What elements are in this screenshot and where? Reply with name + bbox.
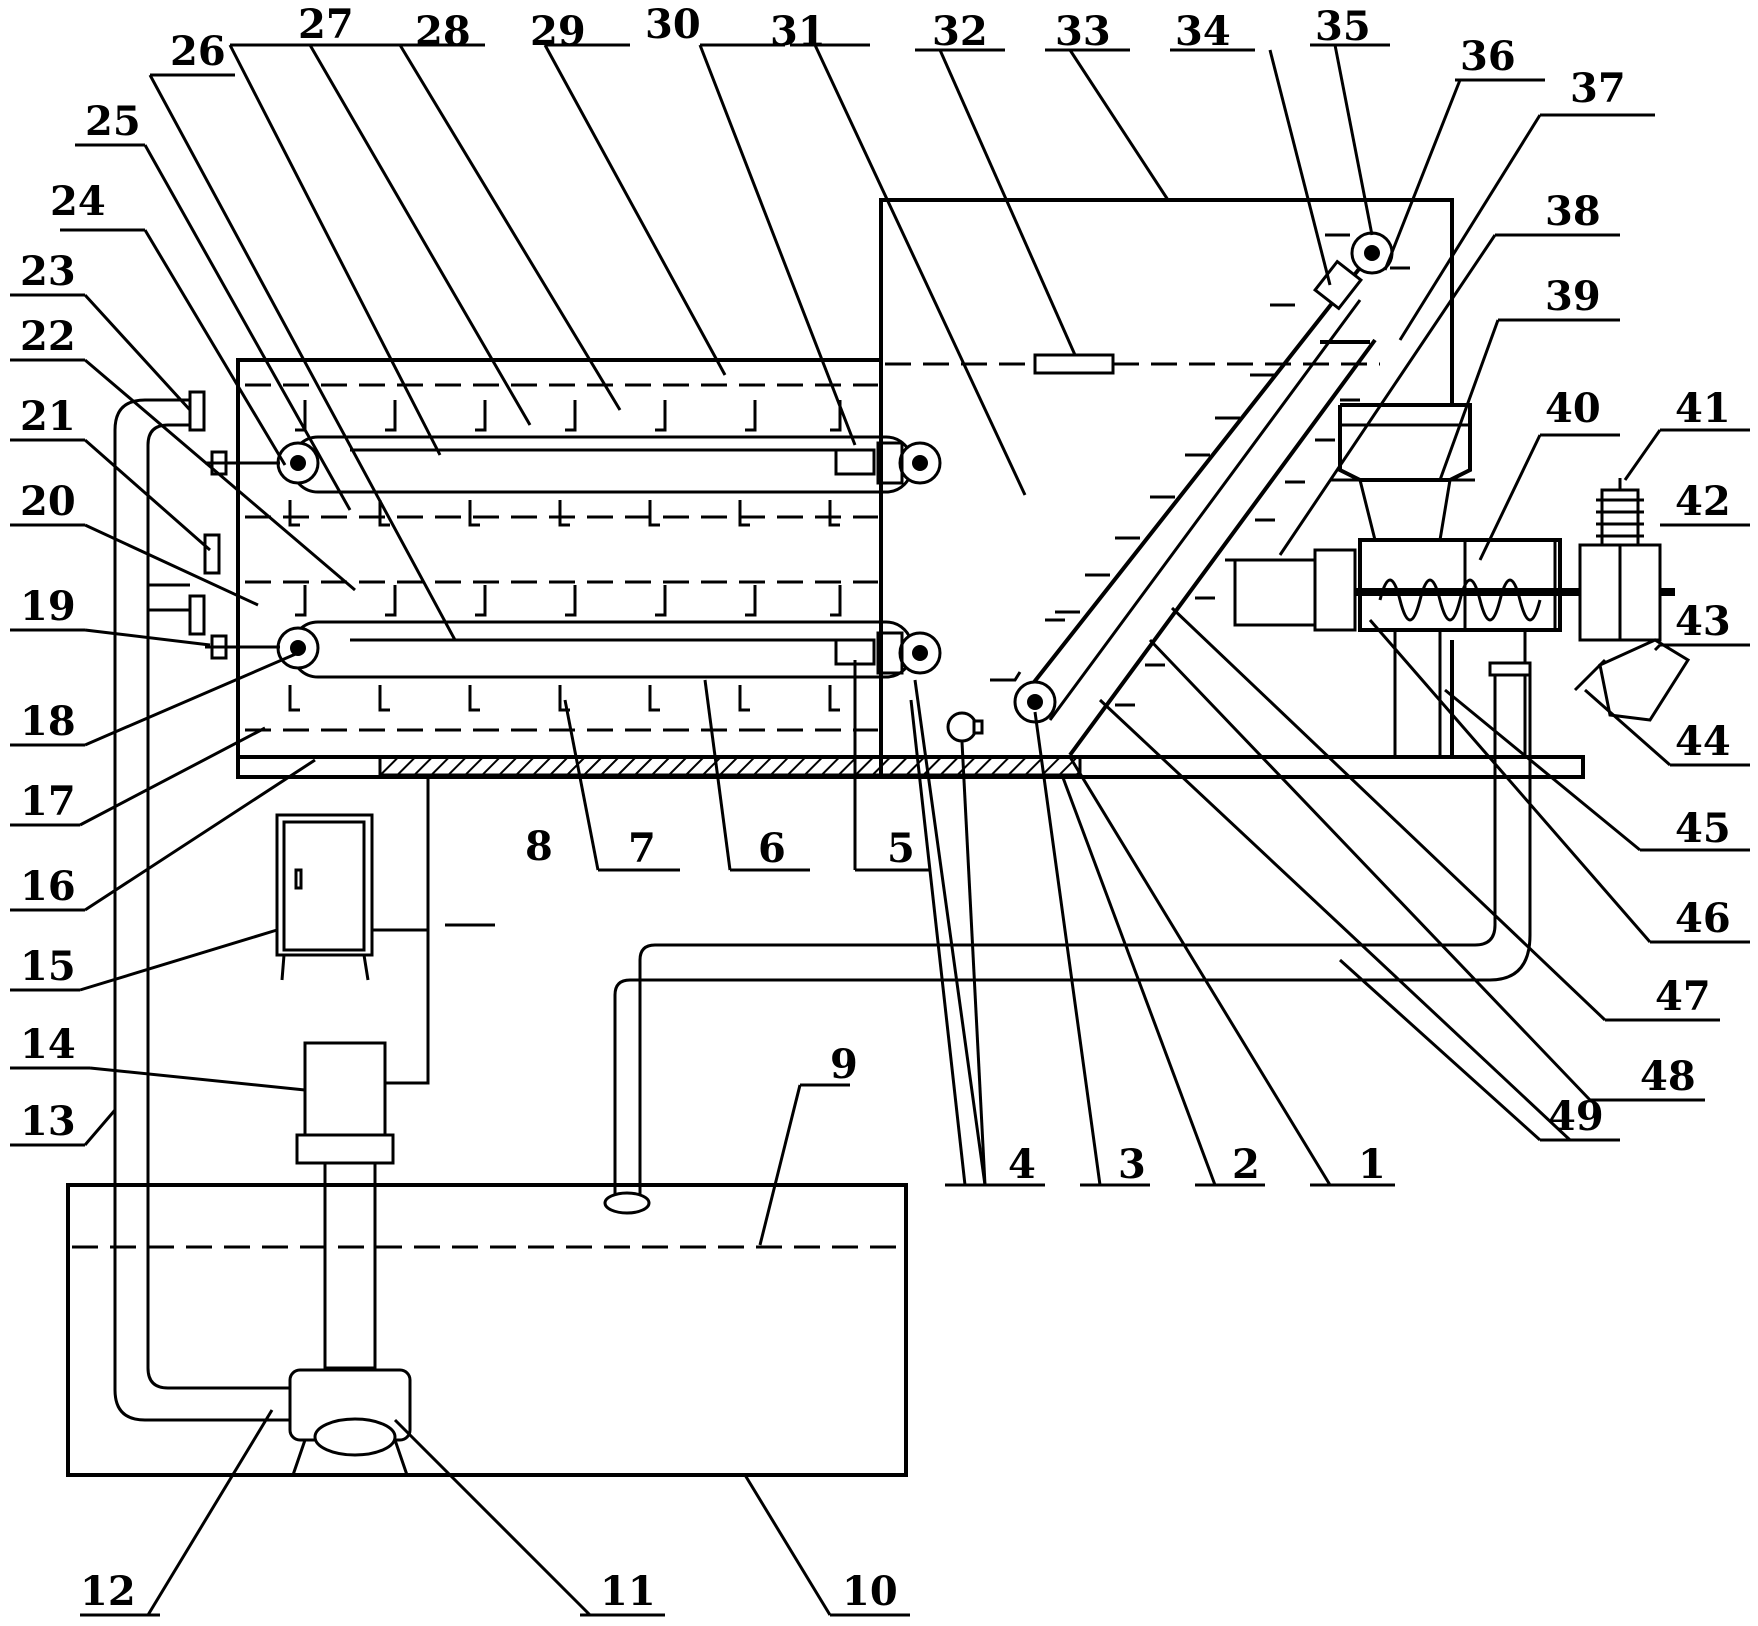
incline-conveyor-upper [1068, 338, 1377, 757]
label-10: 10 [842, 1568, 898, 1615]
incline-conveyor-lower [1018, 253, 1372, 702]
spray-pipe-inner [146, 423, 290, 1390]
label-49: 49 [1548, 1093, 1604, 1140]
label-30: 30 [645, 1, 701, 48]
label-23: 23 [20, 248, 76, 295]
horizontal-tank [236, 358, 883, 779]
sprocket-icon [276, 626, 320, 670]
label-5: 5 [887, 825, 915, 872]
screw-housing [1358, 538, 1562, 632]
label-40: 40 [1545, 385, 1601, 432]
spring-icon [1596, 478, 1644, 547]
label-38: 38 [1545, 188, 1601, 235]
label-39: 39 [1545, 273, 1601, 320]
water-tank [66, 1183, 908, 1477]
label-24: 24 [50, 178, 106, 225]
label-48: 48 [1640, 1053, 1696, 1100]
label-45: 45 [1675, 805, 1731, 852]
label-42: 42 [1675, 478, 1731, 525]
label-2: 2 [1232, 1141, 1260, 1188]
support-stand [1393, 628, 1527, 759]
sprocket-icon [898, 631, 942, 675]
label-37: 37 [1570, 65, 1626, 112]
label-13: 13 [20, 1098, 76, 1145]
hatched-base [378, 755, 1082, 777]
nozzle [203, 533, 221, 575]
label-26: 26 [170, 28, 226, 75]
label-41: 41 [1675, 385, 1731, 432]
nozzle [188, 390, 206, 432]
screw-hopper [1463, 538, 1557, 632]
screw-flights [1378, 578, 1542, 622]
label-31: 31 [770, 8, 826, 55]
label-4: 4 [1008, 1141, 1036, 1188]
label-35: 35 [1315, 3, 1371, 50]
label-44: 44 [1675, 718, 1731, 765]
lower-conveyor-belt [290, 620, 914, 679]
label-28: 28 [415, 8, 471, 55]
pump-motor [303, 1041, 387, 1137]
label-14: 14 [20, 1021, 76, 1068]
label-29: 29 [530, 8, 586, 55]
return-pipe-outlet [603, 1191, 651, 1215]
label-6: 6 [758, 825, 786, 872]
label-43: 43 [1675, 598, 1731, 645]
label-21: 21 [20, 393, 76, 440]
label-20: 20 [20, 478, 76, 525]
incline-tensioner [1312, 259, 1364, 311]
sprocket-icon [276, 441, 320, 485]
label-15: 15 [20, 943, 76, 990]
screw-motor [1233, 558, 1317, 627]
float-indicator [1033, 353, 1115, 375]
label-19: 19 [20, 583, 76, 630]
return-pipe [638, 675, 1497, 1200]
control-cabinet [275, 813, 374, 957]
upper-belt-flights [288, 400, 842, 527]
label-47: 47 [1655, 973, 1711, 1020]
upper-conveyor-belt [290, 435, 914, 494]
nozzle [188, 594, 206, 636]
label-27: 27 [298, 1, 354, 48]
pump-shaft [323, 1161, 377, 1370]
motor-3 [946, 711, 978, 743]
label-12: 12 [80, 1568, 136, 1615]
label-25: 25 [85, 98, 141, 145]
label-33: 33 [1055, 8, 1111, 55]
lower-belt-flights [288, 585, 842, 712]
label-9: 9 [830, 1041, 858, 1088]
label-17: 17 [20, 778, 76, 825]
tensioner-block [834, 448, 876, 476]
discharge-chute [1598, 638, 1691, 722]
label-34: 34 [1175, 8, 1231, 55]
label-16: 16 [20, 863, 76, 910]
label-36: 36 [1460, 33, 1516, 80]
label-46: 46 [1675, 895, 1731, 942]
label-32: 32 [932, 8, 988, 55]
label-11: 11 [600, 1568, 656, 1615]
label-3: 3 [1118, 1141, 1146, 1188]
label-7: 7 [628, 825, 656, 872]
label-18: 18 [20, 698, 76, 745]
incline-conveyor-mid [1048, 299, 1362, 721]
control-wire [372, 777, 430, 932]
return-pipe-inner [613, 675, 1532, 1200]
leader-lines [10, 43, 1750, 1617]
label-1: 1 [1358, 1141, 1386, 1188]
spray-pipe [113, 398, 290, 1422]
sprocket-bracket [876, 441, 904, 485]
sprocket-icon [898, 441, 942, 485]
sprocket-bracket [876, 631, 904, 675]
label-8: 8 [525, 823, 553, 870]
label-22: 22 [20, 313, 76, 360]
hopper [1338, 403, 1472, 482]
